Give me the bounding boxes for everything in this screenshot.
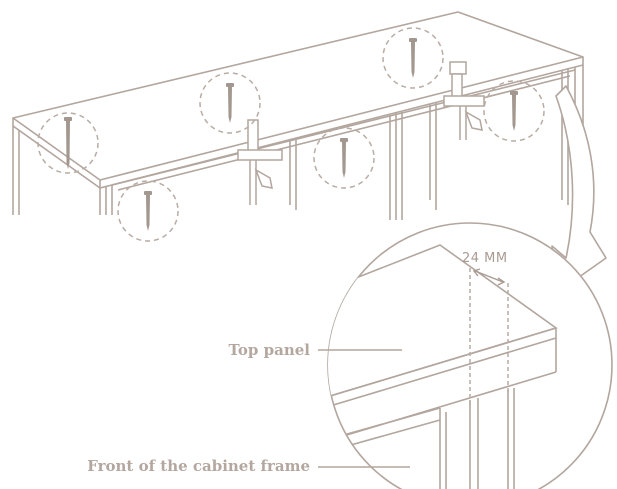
- screw-markers: [37, 27, 545, 242]
- magnifier-detail: 24 MM: [327, 222, 613, 489]
- label-top-panel: Top panel: [228, 341, 402, 359]
- screw-icon: [340, 138, 348, 178]
- screw-marker-5: [117, 180, 179, 242]
- screw-icon: [144, 191, 152, 231]
- screw-marker-2: [199, 72, 261, 134]
- screw-marker-4: [313, 127, 375, 189]
- label-front-frame: Front of the cabinet frame: [87, 457, 410, 475]
- dimension-arrow: [472, 268, 506, 286]
- screw-icon: [409, 38, 417, 78]
- screw-icon: [226, 83, 234, 123]
- clamp-right: [443, 61, 485, 140]
- cabinet-top-panel: [12, 11, 584, 181]
- screw-icon: [510, 91, 518, 131]
- clamp-left: [237, 119, 283, 205]
- clamp-icon: [237, 119, 283, 205]
- front-frame-label: Front of the cabinet frame: [87, 457, 310, 475]
- clamp-icon: [443, 61, 485, 140]
- screw-marker-3: [382, 27, 444, 89]
- dimension-guides: [469, 268, 509, 405]
- cabinet-drawing: [12, 11, 584, 240]
- dimension-label: 24 MM: [462, 251, 508, 266]
- screw-icon: [64, 117, 72, 169]
- screw-marker-1: [37, 112, 99, 174]
- top-panel-label: Top panel: [228, 341, 310, 359]
- screw-marker-6: [483, 80, 545, 142]
